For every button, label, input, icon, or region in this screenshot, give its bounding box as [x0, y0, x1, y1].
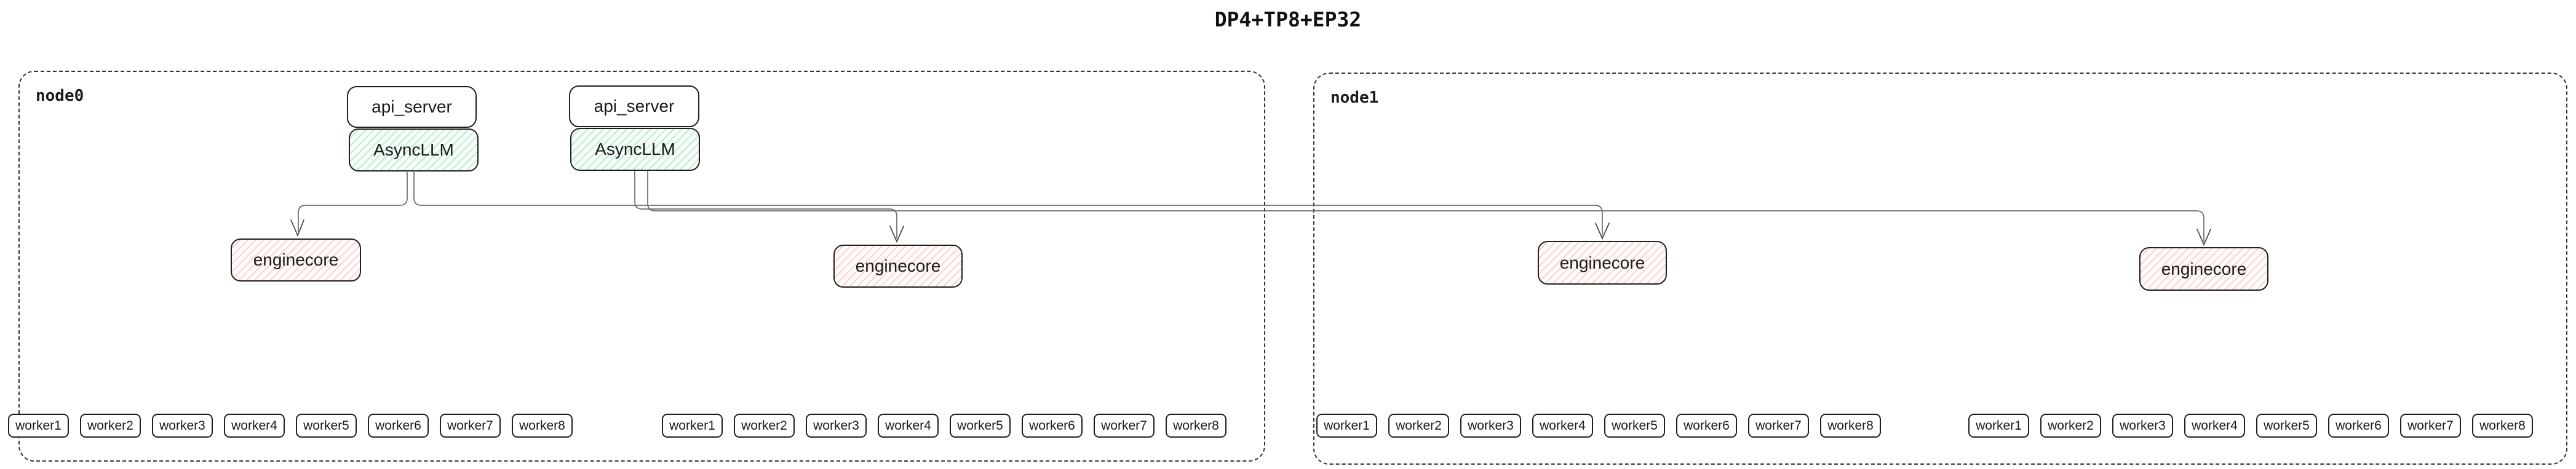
- enginecore-4-box: enginecore: [2139, 247, 2268, 291]
- async-llm-1-box: AsyncLLM: [349, 128, 479, 171]
- node1-container: node1: [1313, 73, 2567, 465]
- arrowhead-enginecore3: [1595, 223, 1610, 240]
- node1-worker-group-2: worker1 worker2 worker3 worker4 worker5 worke…: [1968, 414, 2533, 438]
- worker-box: worker7: [440, 414, 501, 438]
- edge-asyncllm1-enginecore3: [413, 172, 1603, 235]
- node0-worker-group-1: worker1 worker2 worker3 worker4 worker5 worke…: [8, 414, 573, 438]
- worker-box: worker5: [1604, 414, 1665, 438]
- worker-box: worker8: [1820, 414, 1881, 438]
- worker-box: worker1: [8, 414, 69, 438]
- node0-worker-group-2: worker1 worker2 worker3 worker4 worker5 worke…: [662, 414, 1226, 438]
- worker-box: worker5: [296, 414, 357, 438]
- worker-box: worker3: [152, 414, 213, 438]
- arrowhead-enginecore2: [889, 226, 904, 243]
- worker-box: worker6: [1022, 414, 1083, 438]
- enginecore-2-box: enginecore: [833, 245, 963, 288]
- worker-box: worker5: [950, 414, 1011, 438]
- worker-box: worker7: [2400, 414, 2461, 438]
- worker-box: worker6: [2328, 414, 2389, 438]
- enginecore-1-box: enginecore: [231, 238, 361, 282]
- worker-box: worker4: [224, 414, 285, 438]
- worker-box: worker4: [1532, 414, 1593, 438]
- worker-box: worker2: [734, 414, 795, 438]
- worker-box: worker6: [1676, 414, 1737, 438]
- node0-label: node0: [36, 87, 84, 105]
- edge-asyncllm2-enginecore4: [647, 171, 2204, 242]
- worker-box: worker2: [80, 414, 141, 438]
- arrowhead-enginecore4: [2196, 229, 2211, 246]
- node1-label: node1: [1330, 89, 1379, 107]
- worker-box: worker8: [512, 414, 573, 438]
- node0-container: node0: [18, 71, 1265, 462]
- worker-box: worker8: [1166, 414, 1226, 438]
- edge-asyncllm1-enginecore1: [298, 172, 408, 232]
- node1-worker-group-1: worker1 worker2 worker3 worker4 worker5 worke…: [1316, 414, 1881, 438]
- worker-box: worker1: [1316, 414, 1377, 438]
- worker-box: worker1: [662, 414, 723, 438]
- api-server-1-box: api_server: [347, 86, 477, 128]
- worker-box: worker1: [1968, 414, 2029, 438]
- worker-box: worker5: [2256, 414, 2317, 438]
- worker-box: worker6: [368, 414, 429, 438]
- worker-box: worker2: [2040, 414, 2101, 438]
- worker-box: worker8: [2472, 414, 2533, 438]
- worker-box: worker4: [878, 414, 939, 438]
- worker-box: worker3: [2112, 414, 2173, 438]
- enginecore-3-box: enginecore: [1538, 241, 1667, 285]
- worker-box: worker2: [1388, 414, 1449, 438]
- worker-box: worker4: [2184, 414, 2245, 438]
- diagram-title: DP4+TP8+EP32: [1214, 7, 1362, 31]
- edge-asyncllm2-enginecore2: [634, 171, 897, 238]
- worker-box: worker3: [806, 414, 867, 438]
- worker-box: worker7: [1748, 414, 1809, 438]
- worker-box: worker7: [1094, 414, 1155, 438]
- async-llm-2-box: AsyncLLM: [570, 128, 700, 171]
- api-server-2-box: api_server: [569, 85, 699, 127]
- arrowhead-enginecore1: [290, 219, 304, 237]
- worker-box: worker3: [1460, 414, 1521, 438]
